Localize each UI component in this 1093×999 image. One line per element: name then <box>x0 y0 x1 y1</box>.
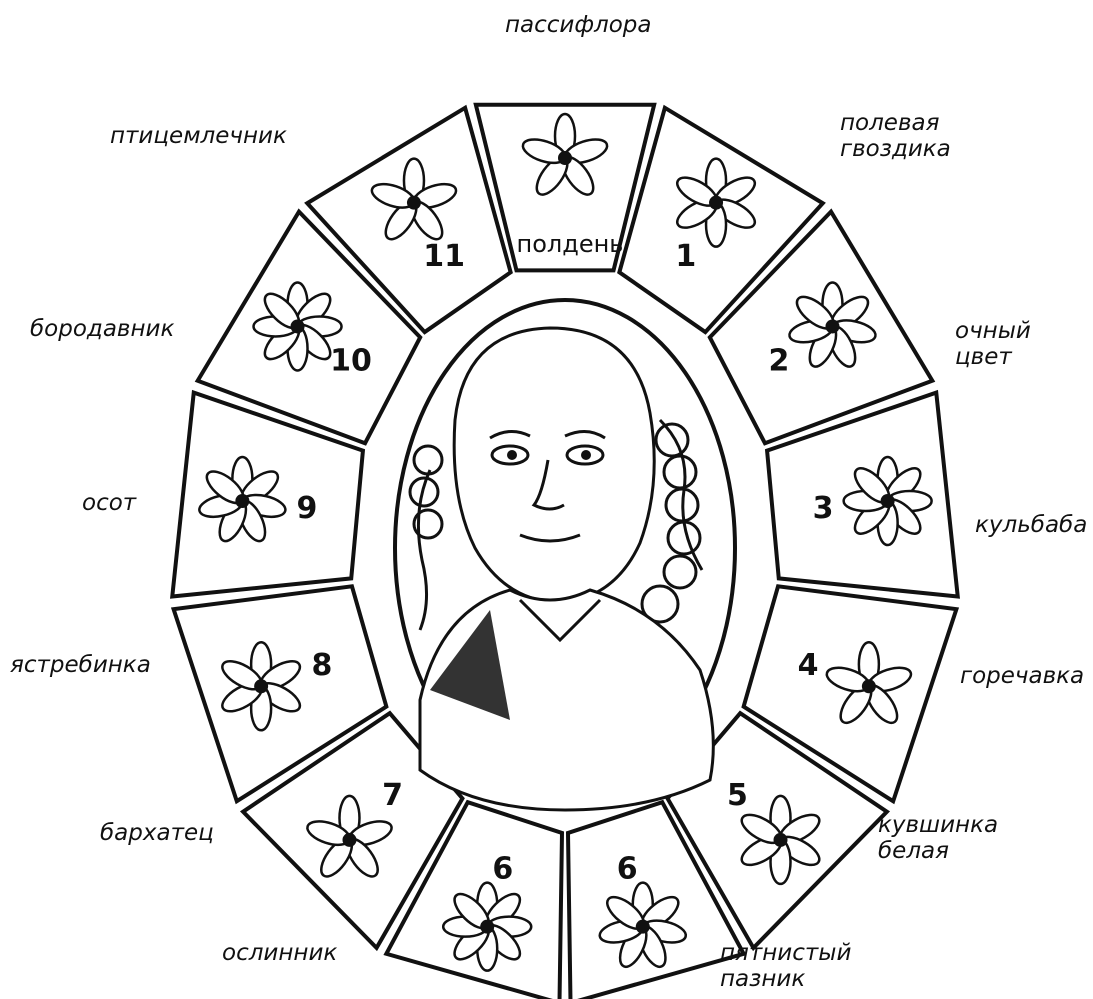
label-hour-8-line1: ястребинка <box>10 652 151 678</box>
hour-number-9: 8 <box>311 648 332 683</box>
hour-number-3: 3 <box>813 491 834 526</box>
label-hour-5: кувшинка белая <box>878 812 998 864</box>
label-hour-4-line1: горечавка <box>960 663 1084 689</box>
label-hour-9-line1: осот <box>82 490 136 516</box>
hour-number-12: 11 <box>423 239 465 274</box>
hour-number-4: 4 <box>798 648 819 683</box>
label-hour-6b-line1: пятнистый <box>720 940 851 966</box>
label-hour-8: ястребинка <box>10 652 151 678</box>
hour-number-10: 9 <box>296 491 317 526</box>
label-hour-2-line2: цвет <box>955 344 1031 370</box>
label-hour-3: кульбаба <box>975 512 1087 538</box>
label-hour-2: очный цвет <box>955 318 1031 370</box>
hour-number-7: 6 <box>492 851 513 886</box>
noon-label: полдень <box>517 230 624 258</box>
label-hour-6a-line1: ослинник <box>222 940 337 966</box>
label-hour-1-line2: гвоздика <box>840 136 951 162</box>
label-hour-5-line2: белая <box>878 838 998 864</box>
portrait-icon <box>395 300 735 810</box>
label-hour-6b-line2: пазник <box>720 966 851 992</box>
label-hour-2-line1: очный <box>955 318 1031 344</box>
label-hour-10: бородавник <box>30 316 174 342</box>
hour-number-6: 6 <box>617 851 638 886</box>
evening-primrose-icon <box>443 883 531 971</box>
label-hour-1-line1: полевая <box>840 110 951 136</box>
hour-number-5: 5 <box>727 778 748 813</box>
label-hour-6b: пятнистый пазник <box>720 940 851 992</box>
hour-number-1: 1 <box>675 239 696 274</box>
label-hour-7-line1: бархатец <box>100 820 214 846</box>
label-hour-9: осот <box>82 490 136 516</box>
hour-number-8: 7 <box>382 778 403 813</box>
dandelion-icon <box>844 457 932 545</box>
label-hour-11: птицемлечник <box>110 123 287 149</box>
label-hour-11-line1: птицемлечник <box>110 123 287 149</box>
hour-number-11: 10 <box>330 344 372 379</box>
label-hour-1: полевая гвоздика <box>840 110 951 162</box>
label-hour-10-line1: бородавник <box>30 316 174 342</box>
label-hour-6a: ослинник <box>222 940 337 966</box>
label-noon-flower-text: пассифлора <box>505 12 652 38</box>
nipplewort-icon <box>254 282 342 370</box>
hour-number-2: 2 <box>769 344 790 379</box>
label-hour-3-line1: кульбаба <box>975 512 1087 538</box>
label-hour-5-line1: кувшинка <box>878 812 998 838</box>
label-hour-4: горечавка <box>960 663 1084 689</box>
label-noon-flower: пассифлора <box>505 12 652 38</box>
label-hour-7: бархатец <box>100 820 214 846</box>
